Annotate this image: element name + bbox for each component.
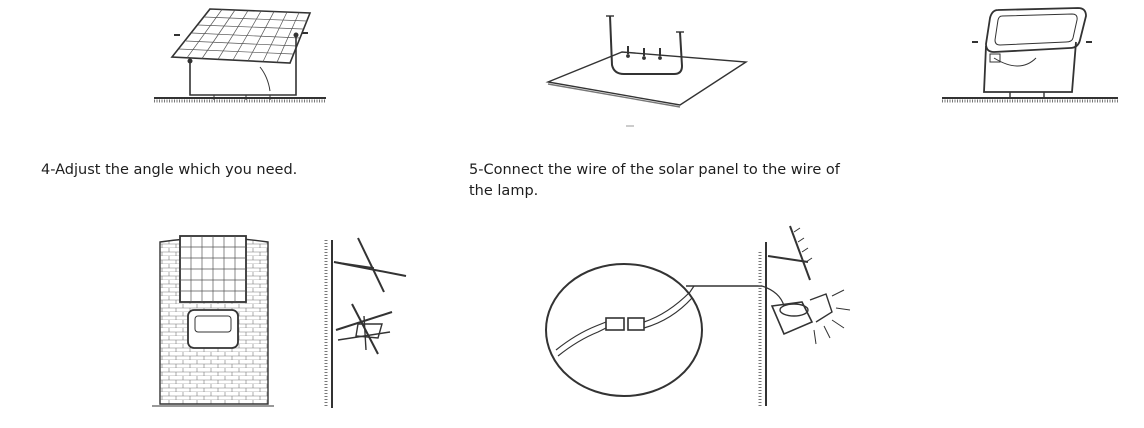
step-5-instruction: 5-Connect the wire of the solar panel to… xyxy=(469,162,840,199)
bracket-angle-figure xyxy=(322,232,412,412)
solar-panel-stand-drawing xyxy=(154,8,326,103)
lamp-on-stand-drawing xyxy=(942,7,1118,103)
wall-mounted-figure xyxy=(148,232,278,412)
wall-mounted-drawing xyxy=(152,235,274,407)
wire-connection-figure xyxy=(540,222,860,412)
bracket-angle-drawing xyxy=(324,237,407,408)
wire-connection-drawing xyxy=(545,225,851,406)
bracket-on-plate-figure xyxy=(540,10,760,110)
divider-mark xyxy=(626,124,636,128)
bracket-on-plate-drawing xyxy=(545,15,749,108)
solar-panel-stand-figure xyxy=(150,5,330,105)
lamp-on-stand-figure xyxy=(940,2,1120,106)
step-4-instruction: 4-Adjust the angle which you need. xyxy=(41,162,298,178)
